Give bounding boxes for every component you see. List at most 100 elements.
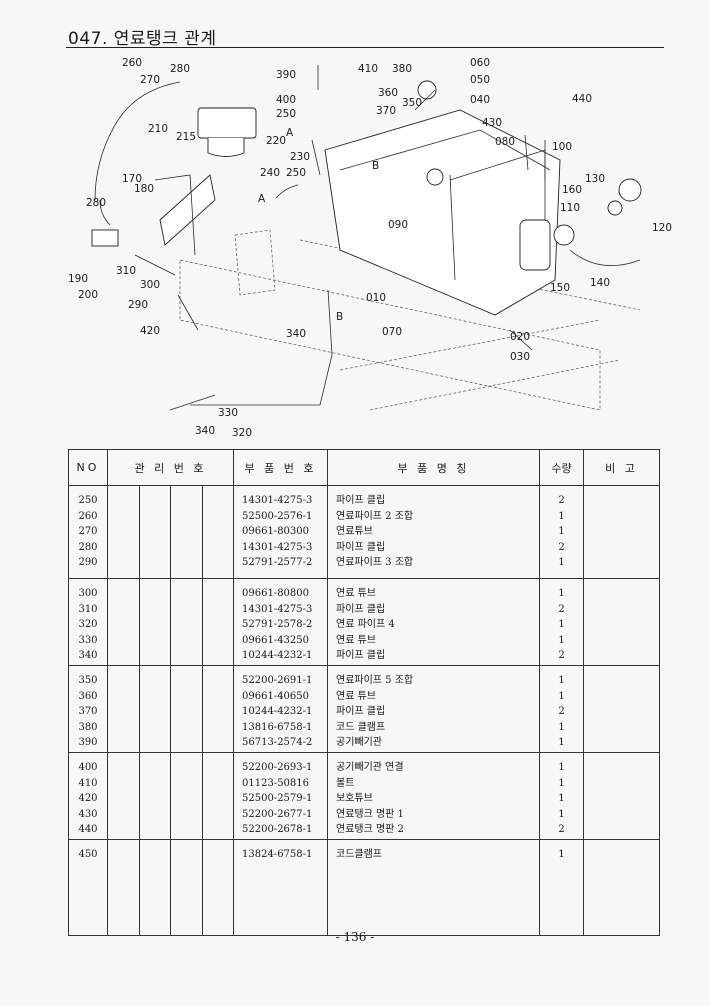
row-part-no: 13824-6758-1: [242, 849, 313, 860]
callout-070: 070: [382, 326, 402, 338]
callout-410: 410: [358, 63, 378, 75]
row-name: 연료파이프 3 조합: [336, 557, 414, 568]
row-part-no: 10244-4232-1: [242, 650, 313, 661]
row-part-no: 09661-80300: [242, 526, 310, 537]
callout-360: 360: [378, 87, 398, 99]
row-qty: 2: [558, 824, 565, 835]
callout-170: 170: [122, 173, 142, 185]
row-part-no: 52200-2691-1: [242, 675, 313, 686]
row-name: 연료파이프 2 조합: [336, 510, 414, 522]
row-name: 파이프 클립: [336, 495, 386, 506]
callout-280-left: 280: [86, 197, 106, 209]
mgmt-subcell: [138, 840, 171, 935]
callout-280: 280: [170, 63, 190, 75]
row-name: 연료튜브: [336, 526, 373, 537]
callout-340-lower: 340: [195, 425, 215, 437]
row-part-no: 56713-2574-2: [242, 737, 313, 748]
row-qty: 1: [558, 510, 565, 522]
row-name: 파이프 클립: [336, 603, 386, 615]
row-qty: 1: [558, 557, 565, 568]
mgmt-subcolumns: [108, 666, 233, 752]
mgmt-subcell: [138, 666, 171, 752]
mgmt-subcolumns: [108, 579, 233, 665]
page-title: 047. 연료탱크 관계: [68, 29, 217, 49]
callout-400: 400: [276, 94, 296, 106]
mgmt-subcell: [108, 753, 139, 839]
callout-390: 390: [276, 69, 296, 81]
callout-420: 420: [140, 325, 160, 337]
callout-430: 430: [482, 117, 502, 129]
mgmt-cell: [107, 485, 234, 579]
callout-160: 160: [562, 184, 582, 196]
row-qty: 1: [558, 737, 565, 748]
row-qty: 1: [558, 634, 565, 646]
callout-440: 440: [572, 93, 592, 105]
row-name: 연료탱크 명판 1: [336, 808, 404, 820]
callout-300: 300: [140, 279, 160, 291]
mgmt-subcell: [170, 840, 202, 935]
row-part-no: 52200-2678-1: [242, 824, 313, 835]
mgmt-subcell: [138, 579, 171, 665]
page-number: - 136 -: [335, 930, 375, 944]
callout-290: 290: [128, 299, 148, 311]
row-part-no: 09661-80800: [242, 588, 310, 599]
row-qty: 1: [558, 721, 565, 733]
header-remark: 비 고: [583, 449, 660, 486]
callout-010: 010: [366, 292, 386, 304]
callout-090: 090: [388, 219, 408, 231]
callout-050: 050: [470, 74, 490, 86]
remark-cell: [583, 752, 660, 840]
callout-210: 210: [148, 123, 168, 135]
callout-270: 270: [140, 74, 160, 86]
callout-a-upper: A: [286, 127, 294, 139]
row-qty: 1: [558, 675, 565, 686]
mgmt-subcell: [108, 579, 139, 665]
row-no: 430: [78, 808, 98, 820]
remark-cell: [583, 485, 660, 579]
row-name: 연료 튜브: [336, 588, 376, 599]
callout-020: 020: [510, 331, 530, 343]
row-name: 연료 파이프 4: [336, 619, 395, 630]
row-qty: 2: [558, 706, 565, 717]
mgmt-subcell: [201, 666, 234, 752]
row-no: 300: [78, 588, 98, 599]
parts-diagram: 260 280 270 390 410 380 060 050 040 400 …: [68, 57, 672, 439]
row-qty: 2: [558, 541, 565, 553]
row-part-no: 52500-2576-1: [242, 510, 313, 522]
callout-220: 220: [266, 135, 286, 147]
mgmt-cell: [107, 839, 234, 936]
part-no-cell: 13824-6758-1: [233, 839, 328, 936]
row-part-no: 09661-40650: [242, 690, 310, 702]
row-qty: 1: [558, 690, 565, 702]
row-part-no: 52200-2693-1: [242, 762, 313, 773]
callout-110: 110: [560, 202, 580, 214]
row-part-no: 09661-43250: [242, 634, 310, 646]
row-no: 320: [78, 619, 98, 630]
row-no: 290: [78, 557, 98, 568]
row-part-no: 52200-2677-1: [242, 808, 313, 820]
callout-040: 040: [470, 94, 490, 106]
callout-240: 240: [260, 167, 280, 179]
row-no: 410: [78, 777, 98, 789]
row-name: 볼트: [336, 777, 355, 789]
mgmt-subcolumns: [108, 486, 233, 578]
row-no: 440: [78, 824, 98, 835]
callout-250: 250: [276, 108, 296, 120]
callout-250-lower: 250: [286, 167, 306, 179]
header-mgmt: 관 리 번 호: [107, 449, 234, 486]
row-name: 연료 튜브: [336, 690, 376, 702]
row-no: 390: [78, 737, 98, 748]
row-part-no: 52500-2579-1: [242, 793, 313, 804]
row-name: 연료파이프 5 조합: [336, 675, 414, 686]
callout-330: 330: [218, 407, 238, 419]
row-name: 코드클램프: [336, 849, 382, 860]
